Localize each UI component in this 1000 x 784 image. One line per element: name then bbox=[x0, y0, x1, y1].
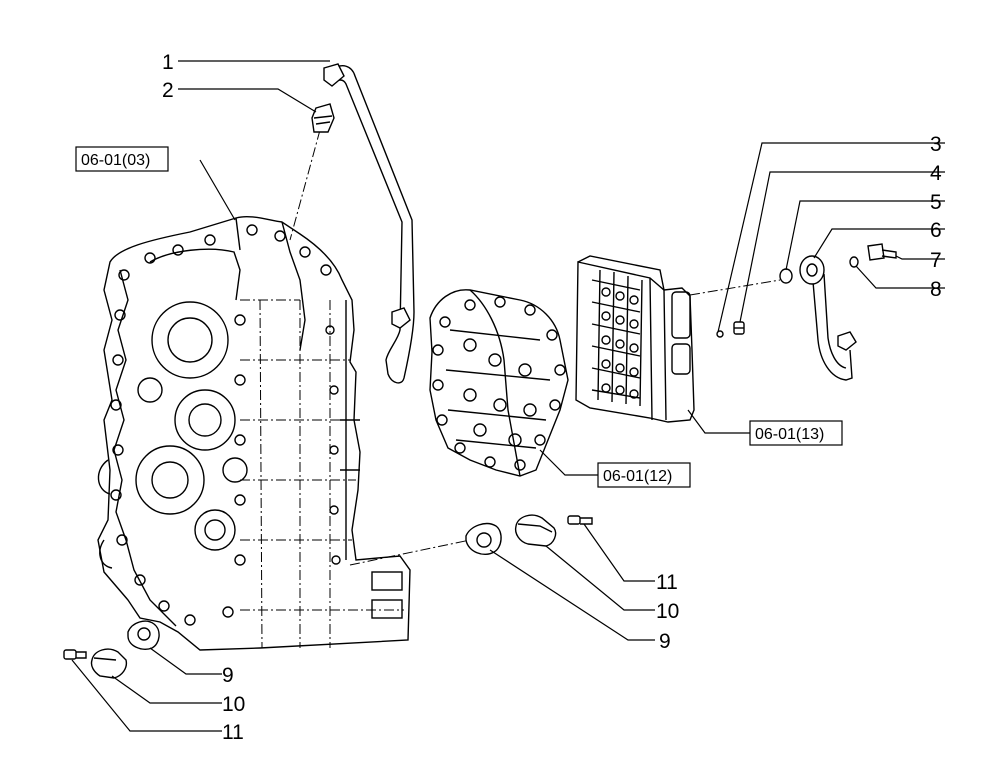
ref-box-06-01-13: 06-01(13) bbox=[749, 420, 843, 446]
alignment-line-valve bbox=[689, 279, 781, 296]
ball-part-3 bbox=[716, 330, 724, 338]
o-ring-part-5 bbox=[779, 268, 793, 284]
callout-2: 2 bbox=[162, 79, 174, 102]
callout-7: 7 bbox=[930, 249, 942, 272]
ref-box-06-01-03: 06-01(03) bbox=[75, 146, 169, 172]
gasket-part-9-left bbox=[127, 620, 160, 650]
alignment-line-fitting bbox=[289, 129, 321, 241]
transmission-housing bbox=[97, 215, 411, 651]
callout-5: 5 bbox=[930, 191, 942, 214]
fitting-part-2 bbox=[311, 103, 335, 133]
callout-11-center: 11 bbox=[656, 571, 678, 594]
pipe-part-1 bbox=[323, 63, 415, 384]
callout-8: 8 bbox=[930, 278, 942, 301]
cover-part-10-center bbox=[514, 514, 557, 547]
callout-3: 3 bbox=[930, 133, 942, 156]
ref-box-06-01-12: 06-01(12) bbox=[597, 462, 691, 488]
callout-10-left: 10 bbox=[222, 693, 245, 716]
callout-1: 1 bbox=[162, 51, 174, 74]
gasket-part-9-center bbox=[465, 522, 502, 556]
valve-plate-holes bbox=[432, 296, 566, 471]
valve-block bbox=[575, 255, 695, 423]
callout-6: 6 bbox=[930, 219, 942, 242]
screw-part-11-center bbox=[567, 515, 593, 525]
valve-plate bbox=[429, 289, 569, 477]
callout-9-left: 9 bbox=[222, 664, 234, 687]
screw-part-11-left bbox=[63, 649, 87, 660]
pipe-part-6 bbox=[799, 255, 857, 381]
alignment-line-cover bbox=[349, 539, 471, 566]
ref-label-06-01-03: 06-01(03) bbox=[81, 152, 150, 169]
valve-block-grid bbox=[591, 269, 643, 407]
callout-9-center: 9 bbox=[659, 630, 671, 653]
callout-numbers: 1 2 3 4 5 6 7 8 9 10 11 9 10 11 bbox=[162, 51, 942, 744]
ref-label-06-01-12: 06-01(12) bbox=[603, 468, 672, 485]
plug-part-4 bbox=[733, 321, 745, 335]
housing-bolts bbox=[110, 224, 341, 626]
callout-11-left: 11 bbox=[222, 721, 244, 744]
leader-lines bbox=[71, 60, 945, 732]
bolt-part-7 bbox=[867, 243, 897, 261]
washer-part-8 bbox=[849, 256, 859, 268]
callout-10-center: 10 bbox=[656, 600, 679, 623]
callout-4: 4 bbox=[930, 162, 942, 185]
ref-label-06-01-13: 06-01(13) bbox=[755, 426, 824, 443]
cover-part-10-left bbox=[90, 648, 128, 679]
